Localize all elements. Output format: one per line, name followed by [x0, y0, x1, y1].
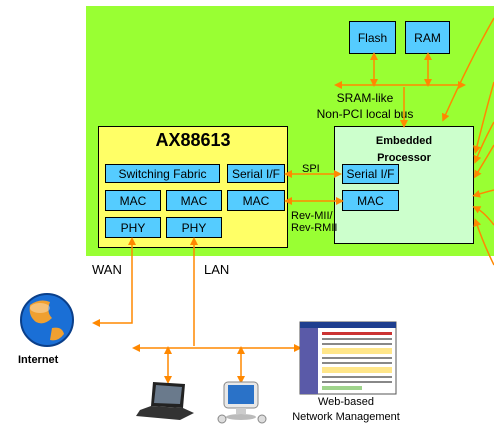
- switching-fabric-block: Switching Fabric: [105, 164, 220, 183]
- peripheral-line-1: [441, 17, 494, 122]
- internet-label: Internet: [18, 354, 59, 366]
- bus-label: SRAM-like Non-PCI local bus: [300, 91, 430, 122]
- ax-mac-block-2: MAC: [166, 190, 222, 211]
- desktop-icon: [217, 381, 267, 424]
- ax-mac-block-3: MAC: [227, 190, 285, 211]
- processor-title: Embedded Processor: [334, 133, 474, 166]
- wan-link: [92, 237, 136, 327]
- peripheral-line-7: [473, 218, 494, 266]
- ax-serial-if-block: Serial I/F: [227, 164, 285, 183]
- peripheral-line-6: [472, 206, 494, 226]
- flash-block: Flash: [349, 21, 396, 54]
- ax88613-title: AX88613: [155, 130, 231, 150]
- bus-label-line1: SRAM-like: [336, 91, 394, 105]
- peripheral-line-4: [473, 144, 494, 179]
- bus-label-line2: Non-PCI local bus: [316, 106, 414, 121]
- web-management-line1: Web-based: [317, 396, 375, 408]
- wan-phy-block: PHY: [105, 217, 161, 238]
- rev-mii-label-line2: Rev-RMII: [291, 222, 338, 235]
- web-management-screenshot-icon: [299, 321, 397, 395]
- rev-mii-label-line1: Rev-MII/: [291, 210, 333, 222]
- processor-mac-block: MAC: [342, 190, 399, 211]
- web-management-label: Web-based Network Management: [284, 395, 408, 426]
- peripheral-line-2: [473, 81, 494, 154]
- processor-serial-if-block: Serial I/F: [342, 164, 399, 184]
- processor-title-line1: Embedded: [375, 135, 433, 147]
- web-management-line2: Network Management: [292, 411, 400, 424]
- processor-title-line2: Processor: [377, 151, 431, 164]
- globe-icon: [20, 293, 74, 347]
- peripheral-line-5: [472, 189, 494, 198]
- lan-phy-block: PHY: [166, 217, 222, 238]
- rev-mii-label: Rev-MII/ Rev-RMII: [291, 210, 337, 234]
- peripheral-line-3: [473, 121, 494, 164]
- ax-mac-block-1: MAC: [105, 190, 161, 211]
- laptop-icon: [136, 382, 194, 420]
- lan-label: LAN: [204, 262, 230, 277]
